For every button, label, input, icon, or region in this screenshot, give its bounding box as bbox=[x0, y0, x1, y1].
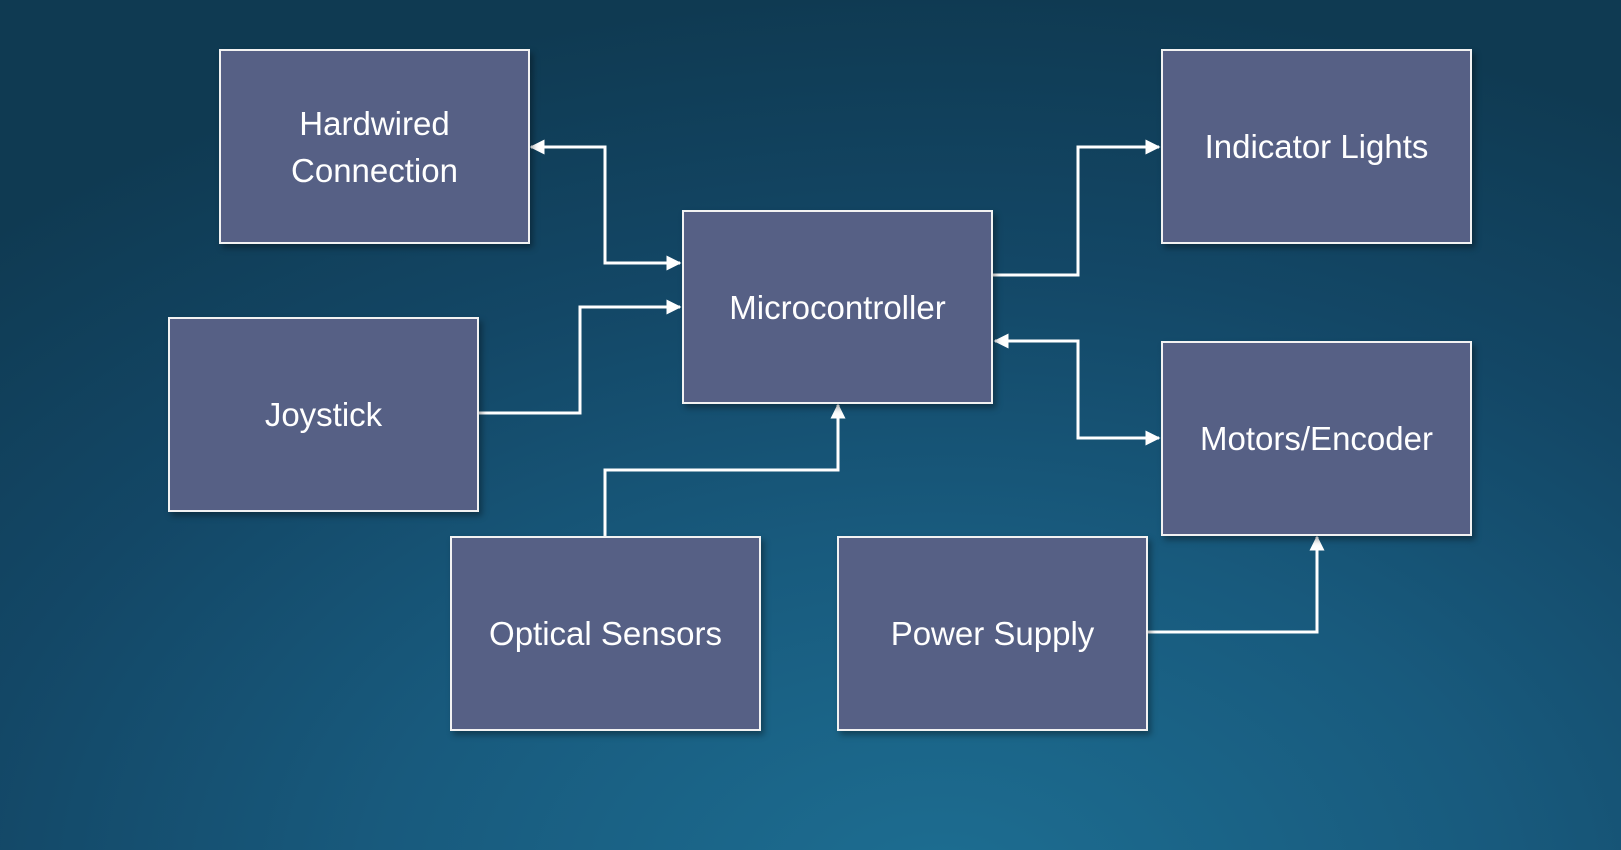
node-label: Motors/Encoder bbox=[1200, 420, 1433, 457]
node-label: Optical Sensors bbox=[489, 615, 722, 652]
node-microcontroller: Microcontroller bbox=[682, 210, 993, 404]
node-power-supply: Power Supply bbox=[837, 536, 1148, 731]
node-label: Microcontroller bbox=[729, 288, 946, 326]
node-label: Hardwired Connection bbox=[291, 104, 458, 189]
connector-joystick-micro bbox=[478, 299, 682, 415]
connector-micro-motors bbox=[993, 333, 1161, 446]
node-hardwired-connection: Hardwired Connection bbox=[219, 49, 530, 244]
node-optical-sensors: Optical Sensors bbox=[450, 536, 761, 731]
node-indicator-lights: Indicator Lights bbox=[1161, 49, 1472, 244]
node-label: Indicator Lights bbox=[1204, 128, 1429, 165]
node-label: Joystick bbox=[264, 396, 383, 433]
connector-optical-micro bbox=[603, 403, 846, 536]
connector-hardwired-micro bbox=[529, 139, 682, 271]
node-label: Power Supply bbox=[890, 615, 1095, 652]
node-motors-encoder: Motors/Encoder bbox=[1161, 341, 1472, 536]
connector-power-motors bbox=[1148, 535, 1325, 634]
connector-micro-indicator bbox=[993, 139, 1161, 277]
node-joystick: Joystick bbox=[168, 317, 479, 512]
